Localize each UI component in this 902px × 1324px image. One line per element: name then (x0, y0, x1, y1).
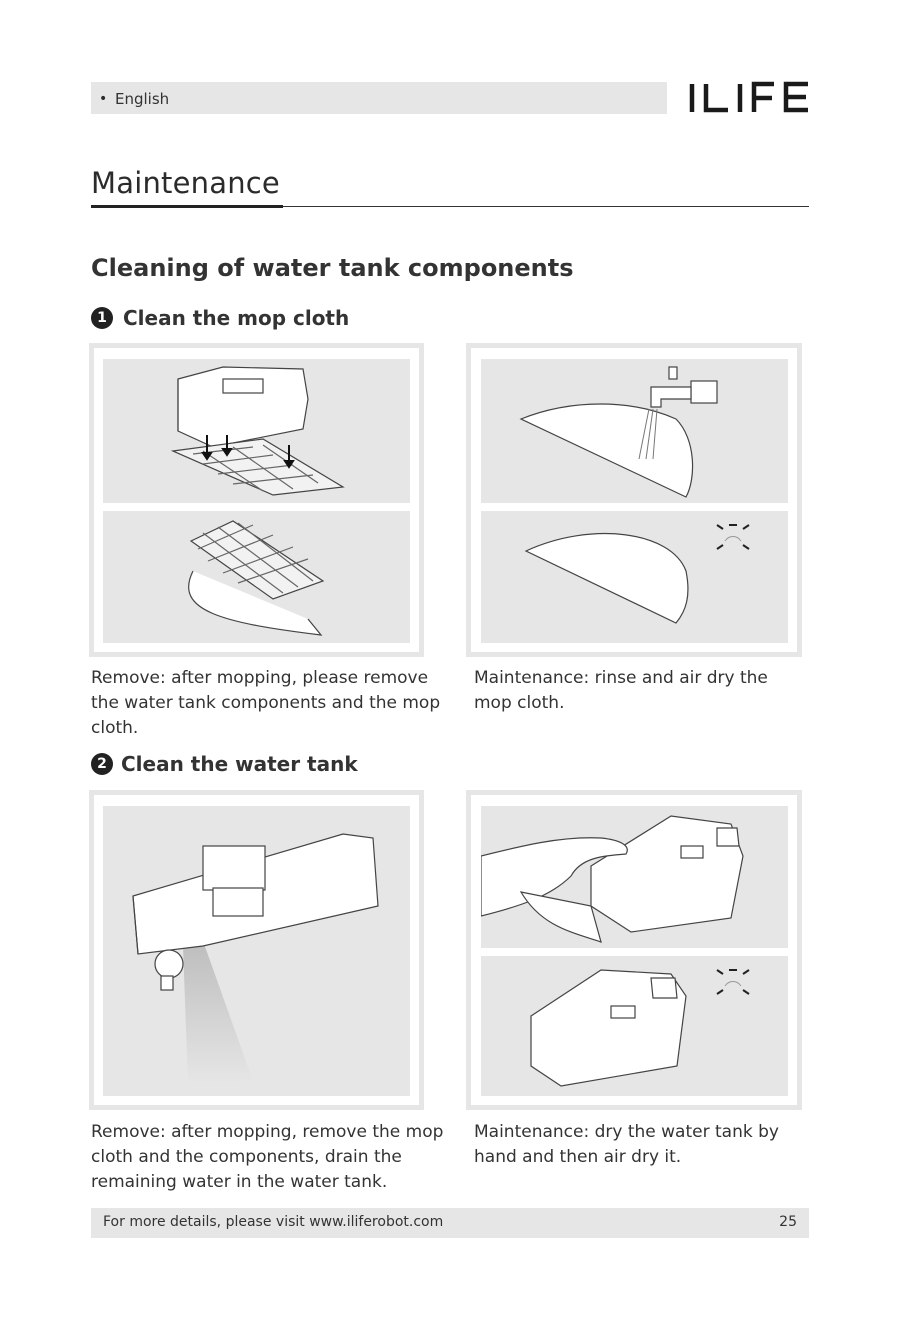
air-dry-illustration (481, 511, 788, 643)
tank-drain-figure (89, 790, 424, 1110)
step-1-title: Clean the mop cloth (123, 306, 349, 330)
step-2-left-caption: Remove: after mopping, remove the mop cl… (91, 1120, 461, 1195)
tank-air-dry-illustration (481, 956, 788, 1096)
step-2-right-caption: Maintenance: dry the water tank by hand … (474, 1120, 809, 1170)
ilife-logo (688, 76, 810, 120)
step-2-number: 2 (91, 753, 113, 775)
page-footer: For more details, please visit www.ilife… (91, 1208, 809, 1238)
page-title: Maintenance (91, 166, 280, 200)
mop-rinse-figure (466, 343, 802, 657)
step-1-right-caption: Maintenance: rinse and air dry the mop c… (474, 666, 804, 716)
title-underline (91, 205, 283, 208)
drain-water-illustration (103, 806, 410, 1096)
mop-removal-figure (89, 343, 424, 657)
step-1-heading: 1 Clean the mop cloth (91, 306, 349, 330)
mop-cloth-separated-illustration (103, 511, 410, 643)
step-1-left-caption: Remove: after mopping, please remove the… (91, 666, 461, 741)
tank-detach-illustration (103, 359, 410, 503)
step-2-title: Clean the water tank (121, 752, 358, 776)
language-bar: • English (91, 82, 667, 114)
step-2-heading: 2 Clean the water tank (91, 752, 358, 776)
section-title: Cleaning of water tank components (91, 254, 574, 282)
hand-dry-illustration (481, 806, 788, 948)
step-1-number: 1 (91, 307, 113, 329)
bullet: • (99, 91, 107, 107)
page-number: 25 (779, 1214, 797, 1230)
footer-website-text: For more details, please visit www.ilife… (103, 1214, 443, 1230)
rinse-illustration (481, 359, 788, 503)
language-label: English (115, 90, 169, 108)
tank-dry-figure (466, 790, 802, 1110)
